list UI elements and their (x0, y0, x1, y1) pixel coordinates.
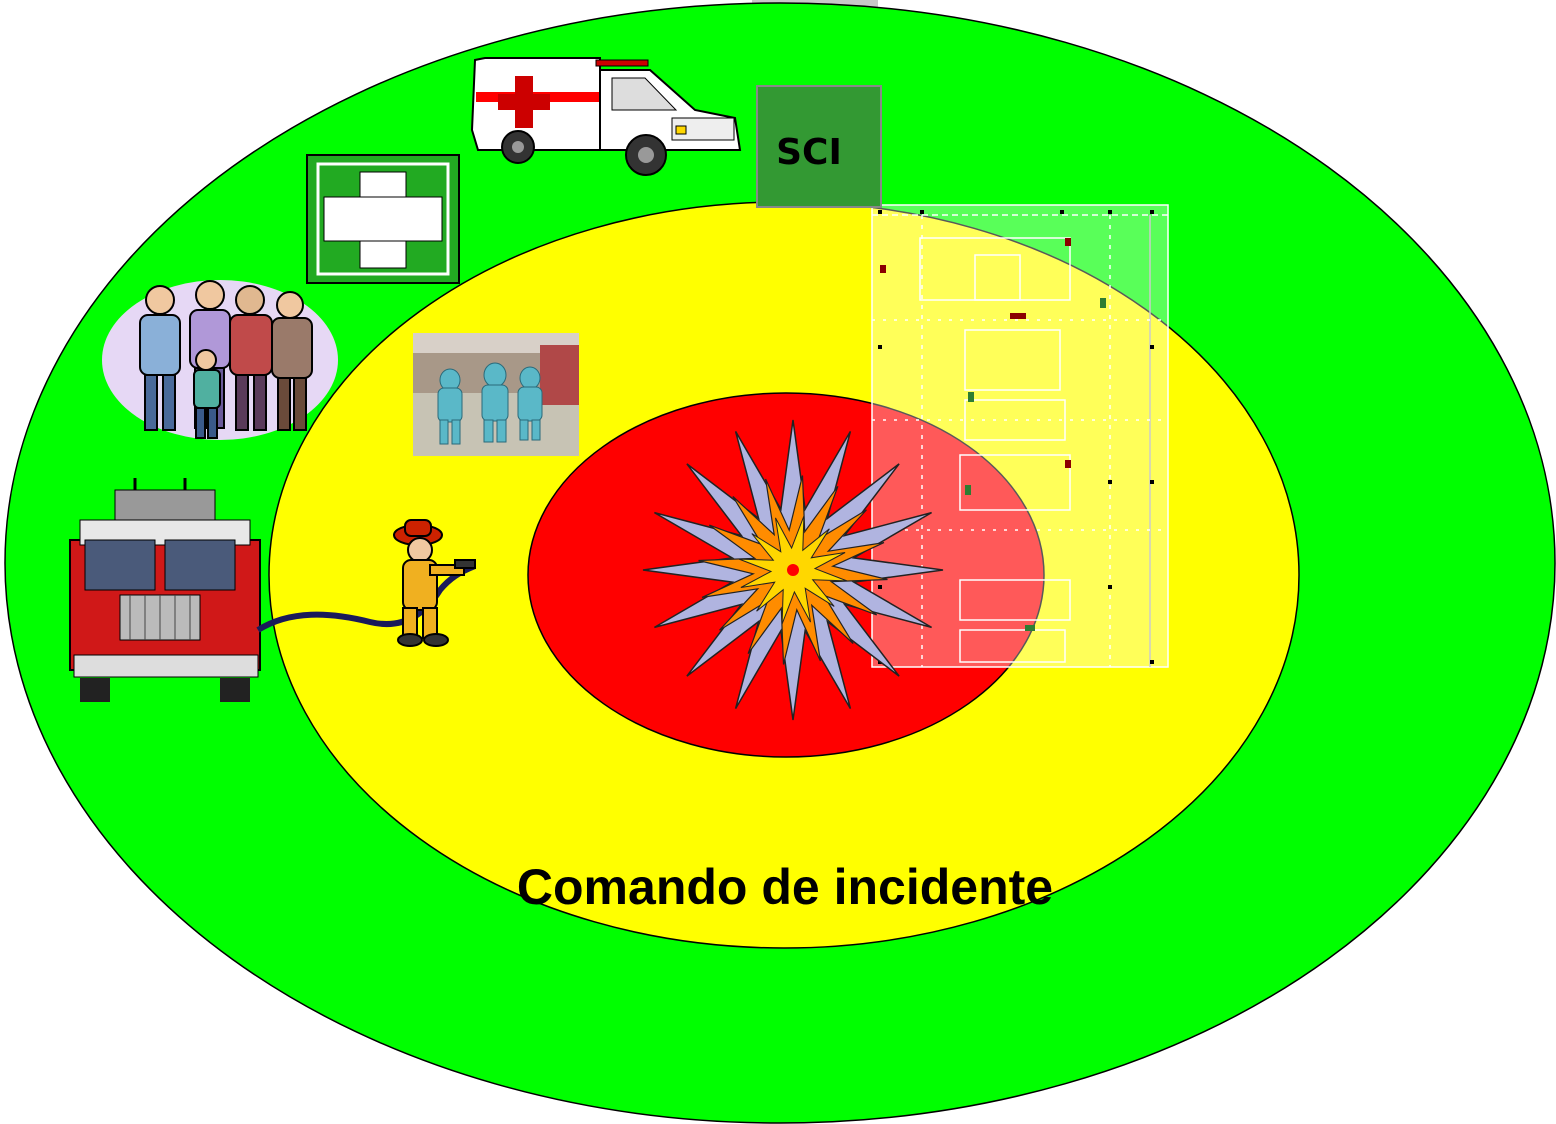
zone-caption: Comando de incidente (517, 859, 1053, 915)
first-aid-icon (306, 154, 460, 284)
fire-hose (256, 563, 477, 633)
floor-plan-accents (880, 238, 1106, 631)
hazmat-team-photo (413, 333, 579, 456)
command-post-box (756, 85, 882, 208)
fire-truck-icon (69, 478, 261, 702)
firefighter-icon (393, 519, 476, 647)
building-floor-plan (871, 204, 1169, 668)
ambulance-icon (470, 57, 742, 176)
evacuated-people-icon (102, 280, 338, 440)
command-post-label: SCI (776, 132, 842, 173)
explosion-icon (642, 419, 944, 721)
